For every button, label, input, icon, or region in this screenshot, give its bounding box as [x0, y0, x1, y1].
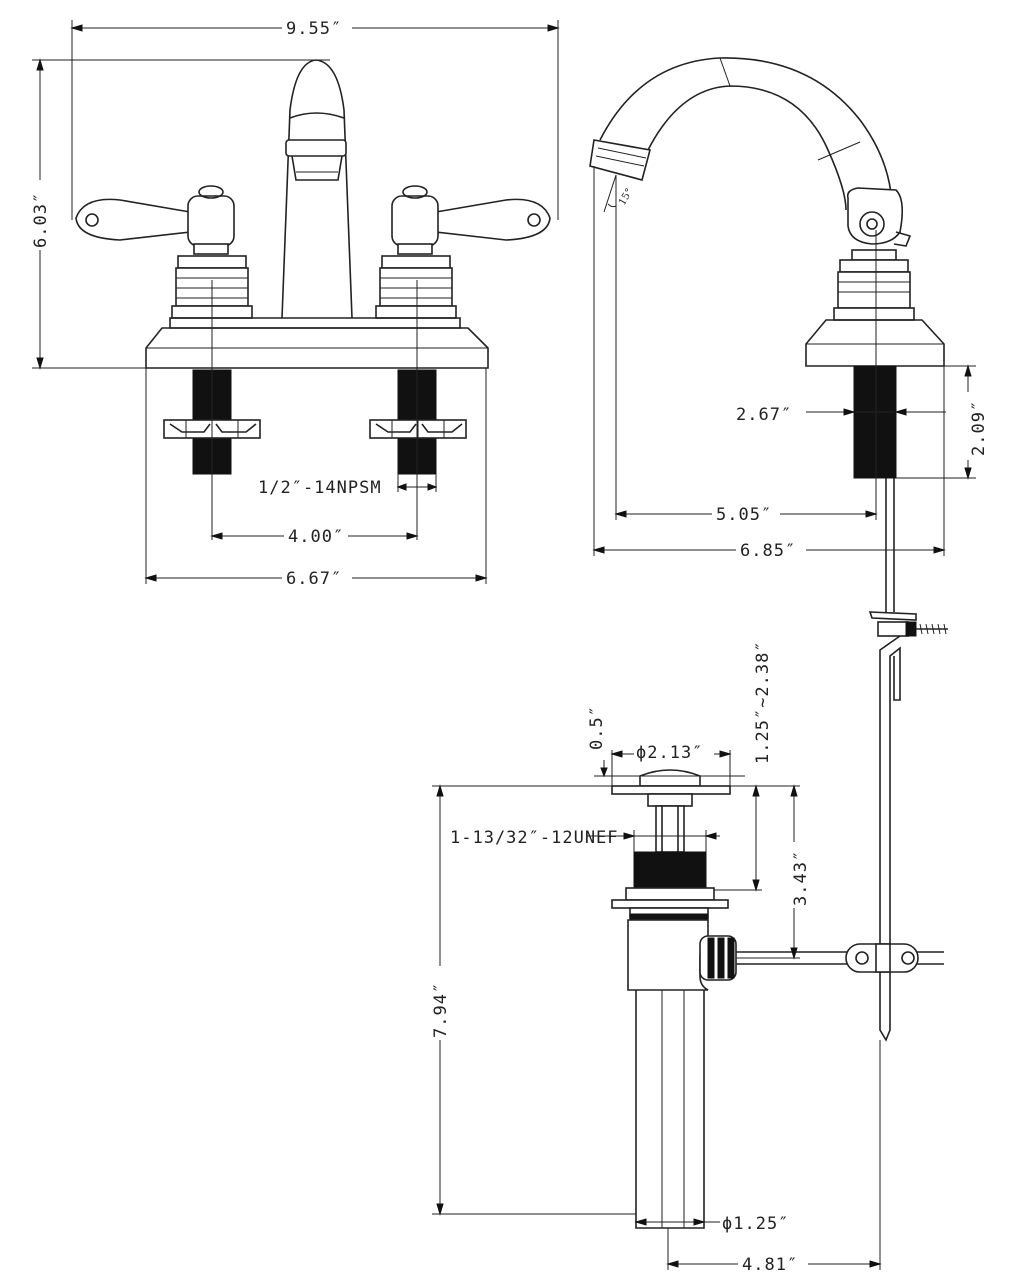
right-handle: [375, 185, 551, 319]
dim-2-67: 2.67″: [736, 405, 792, 425]
dim-6-85: 6.85″: [740, 541, 796, 561]
dim-3-43: 3.43″: [791, 850, 811, 906]
dim-2-09: 2.09″: [969, 400, 989, 456]
dim-4-81: 4.81″: [742, 1255, 798, 1275]
dim-6-03: 6.03″: [31, 192, 51, 248]
dim-4-00: 4.00″: [288, 527, 344, 547]
dim-drain-thread: 1-13/32″-12UNEF: [450, 828, 619, 848]
dim-phi-2-13: ϕ2.13″: [636, 743, 703, 763]
dim-9-55: 9.55″: [286, 19, 342, 39]
dim-phi-1-25: ϕ1.25″: [722, 1214, 789, 1234]
side-view: 15° 2.67″ 2.09″: [589, 57, 989, 1042]
dim-1-25-2-38: 1.25″~2.38″: [753, 640, 773, 764]
drain-assembly: 0.5″ ϕ2.13″ 1.25″~2.38″ 1-13/32″-12UNEF …: [430, 640, 944, 1275]
dim-6-67: 6.67″: [286, 569, 342, 589]
dim-7-94: 7.94″: [431, 982, 451, 1038]
front-view: 9.55″ 6.03″: [28, 16, 560, 589]
dim-angle: 15°: [617, 187, 635, 208]
dim-5-05: 5.05″: [716, 505, 772, 525]
dim-thread: 1/2″-14NPSM: [258, 478, 382, 498]
left-handle: [75, 185, 253, 319]
dim-0-5: 0.5″: [587, 705, 607, 750]
